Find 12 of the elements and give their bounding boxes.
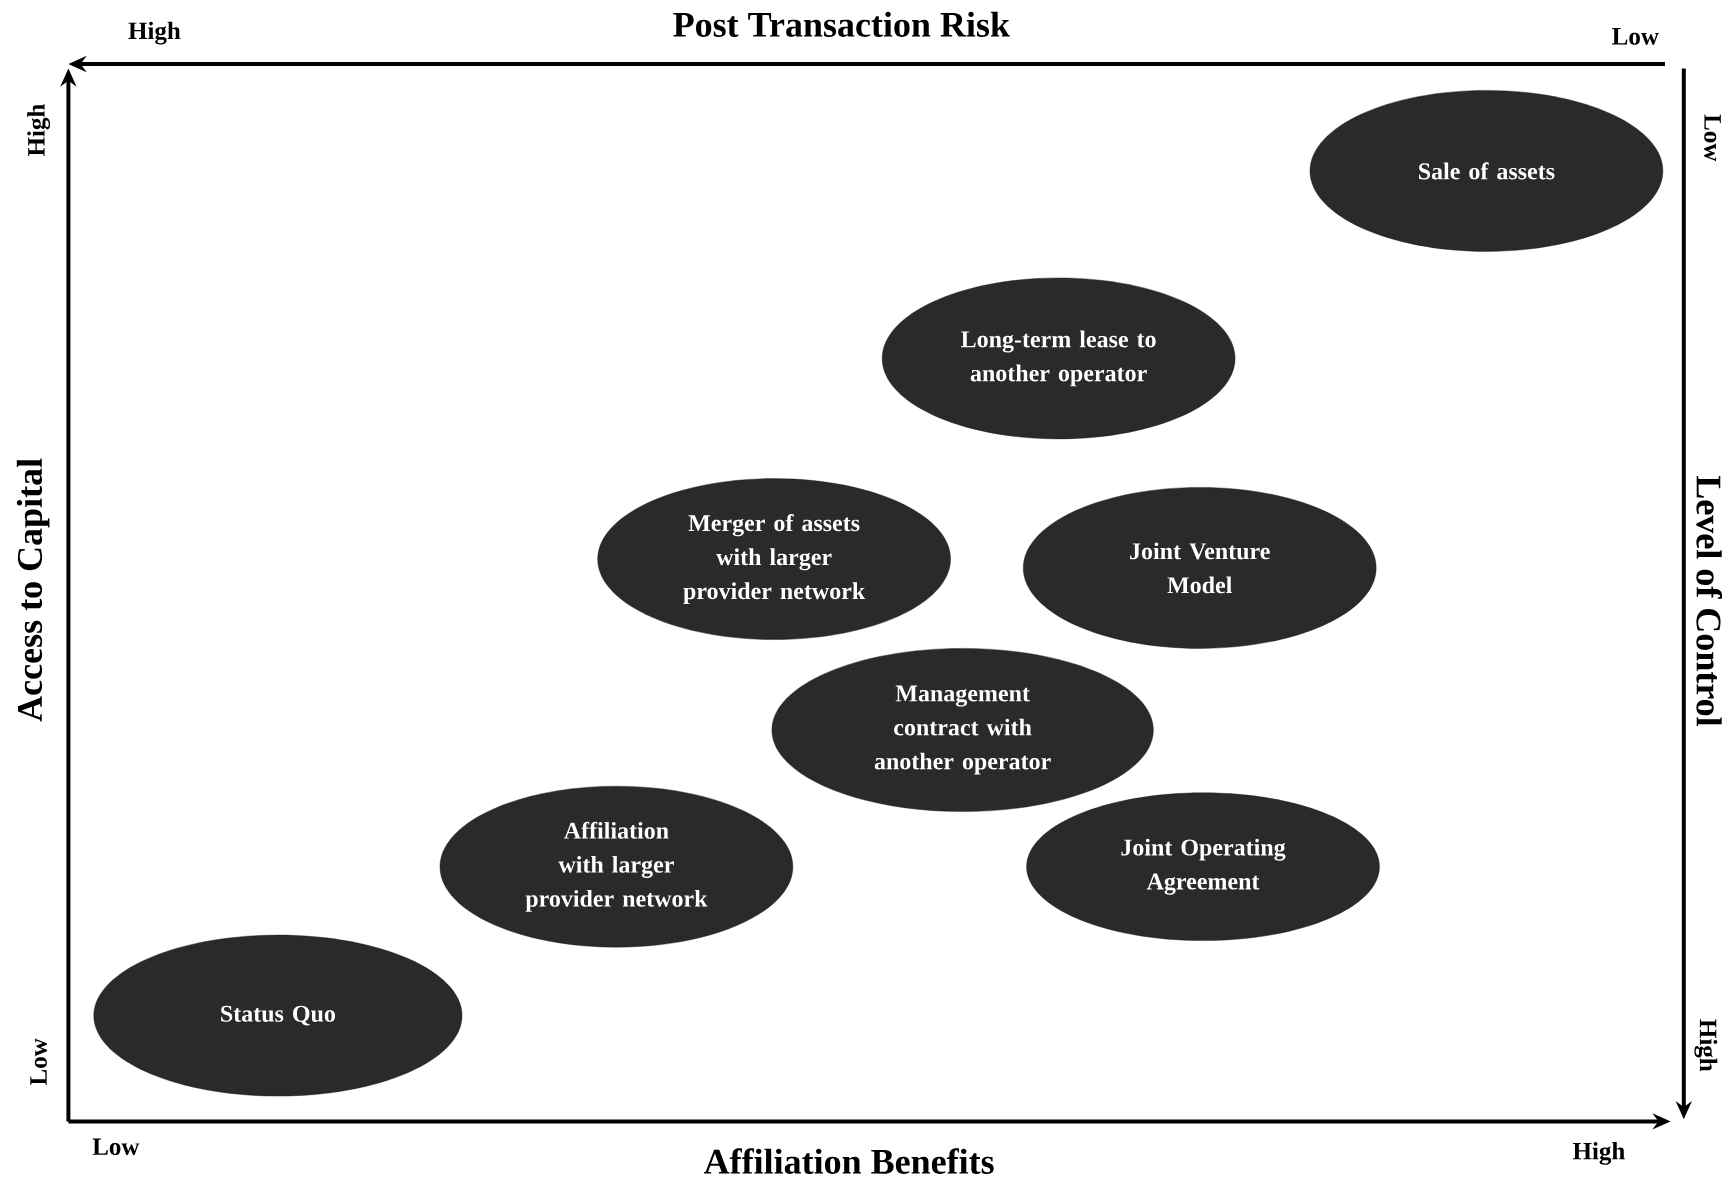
- axis-end-label: Low: [30, 1038, 47, 1086]
- axis-end-label: High: [27, 104, 51, 157]
- axis-title: Level of Control: [1696, 475, 1723, 727]
- axis-end-label: High: [1694, 1019, 1718, 1072]
- axis-end-label: High: [128, 21, 181, 45]
- axis-title: Post Transaction Risk: [673, 11, 1010, 37]
- axis-title: Affiliation Benefits: [703, 1148, 994, 1174]
- axis-title: Access to Capital: [16, 458, 50, 722]
- axis-end-label: Low: [1704, 114, 1721, 162]
- axis-end-label: Low: [92, 1138, 140, 1156]
- axis-end-label: High: [1572, 1141, 1625, 1165]
- axis-end-label: Low: [1612, 28, 1659, 45]
